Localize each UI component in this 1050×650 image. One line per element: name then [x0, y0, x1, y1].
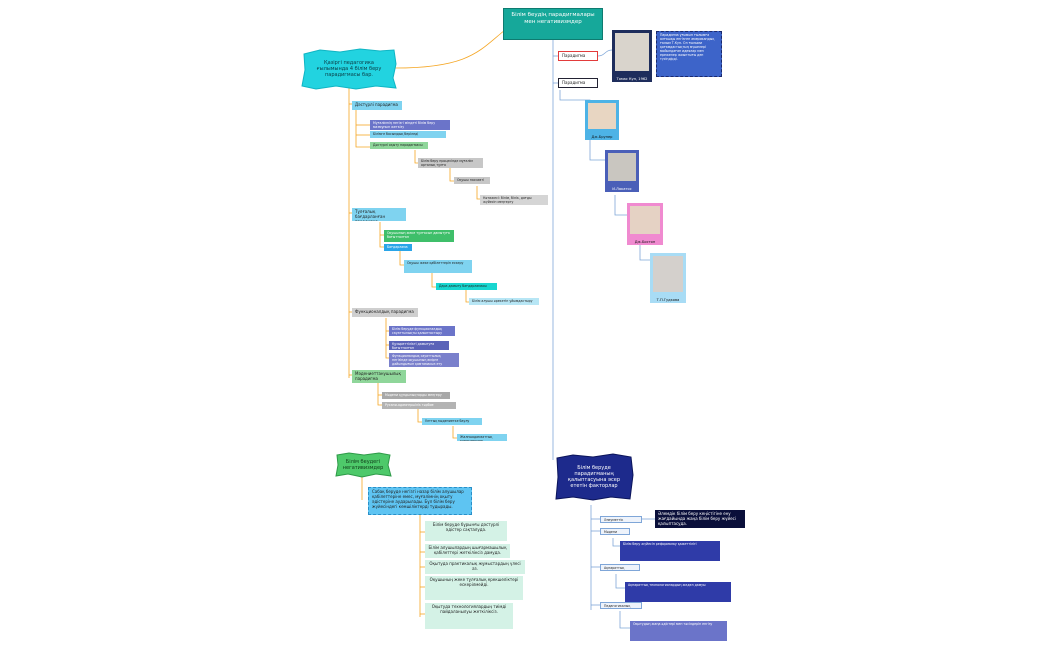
crisis-branch-3[interactable]: Ақпараттық — [600, 564, 640, 571]
traditional-item-3[interactable]: Дәстүрлі оқыту парадигмасы — [370, 142, 428, 149]
functional-item-3[interactable]: Функционалдық сауаттылық негізінде оқушы… — [389, 353, 459, 367]
humanistic-paradigm-label[interactable]: Мәдениеттанушылық парадигма — [352, 370, 406, 383]
crisis-branch-4[interactable]: Педагогикалық — [600, 602, 642, 609]
paradigm-label-b[interactable]: Парадигма — [558, 78, 598, 88]
negativism-burst[interactable]: Білім беудегі негативизмдер — [334, 452, 392, 478]
burst-shape — [335, 452, 392, 478]
crisis-note-2[interactable]: Ақпараттық технологиялардың жедел дамуы — [625, 582, 731, 602]
personal-item-1[interactable]: Оқушының жеке тұлғасын дамытуға бағыттал… — [384, 230, 454, 242]
traditional-item-2[interactable]: Білімге басымдық беріледі — [370, 131, 446, 138]
burst-shape — [301, 48, 397, 90]
kuhn-note[interactable]: Парадигма ұғымын ғылымға алғашқы енгізге… — [656, 31, 722, 77]
portrait-image — [615, 33, 649, 71]
crisis-dark-note[interactable]: Әлемдік білім беру кеңістігіне ену жағда… — [655, 510, 745, 528]
kuhn-photo: Томас Кун, 1962 — [612, 30, 652, 82]
functional-paradigm-label[interactable]: Функционалдық парадигма — [352, 308, 418, 317]
portrait-image — [653, 256, 683, 292]
personal-item-2[interactable]: Бағдарлама — [384, 244, 412, 251]
negativism-item-2[interactable]: Білім алушылардың шығармашылық қабілетте… — [425, 544, 510, 558]
crisis-note-1[interactable]: Білім беру жүйесін реформалау қажеттіліг… — [620, 541, 720, 561]
scientist-name-2: И.Лакатос — [612, 187, 632, 191]
crisis-branch-2[interactable]: Мәдени — [600, 528, 630, 535]
traditional-item-6[interactable]: Нәтижесі: білім, білік, дағды жүйесін ме… — [480, 195, 548, 205]
portrait-image — [630, 206, 660, 234]
personal-item-4[interactable]: Дара дамыту бағдарламасы — [436, 283, 497, 290]
kuhn-caption: Томас Кун, 1962 — [616, 77, 648, 81]
crisis-note-3[interactable]: Оқытудың жаңа әдістері мен тәсілдерін ен… — [630, 621, 727, 641]
traditional-paradigm-label[interactable]: Дәстүрлі парадигма — [352, 101, 402, 110]
scientist-name-1: Дж.Брунер — [591, 135, 613, 139]
humanistic-item-3[interactable]: Ұлттық мәдениетке баулу — [422, 418, 482, 425]
scientist-name-4: Т.П.Гудкова — [656, 298, 680, 302]
humanistic-item-2[interactable]: Рухани-адамгершілік тәрбие — [382, 402, 456, 409]
paradigms-count-text: Қазіргі педагогика ғылымында 4 білім бер… — [316, 60, 382, 78]
negativism-item-1[interactable]: Білім беруде бұрынғы дәстүрлі әдістер са… — [425, 521, 507, 541]
scientist-name-3: Дж.Бостон — [634, 240, 656, 244]
root-title[interactable]: Білім беудің парадигмалары мен негативиз… — [503, 8, 603, 40]
crisis-title: Білім беруде парадигманың қалыптасуына ә… — [567, 465, 621, 489]
burst-shape — [555, 453, 634, 501]
negativism-item-3[interactable]: Оқытуда практикалық жұмыстардың үлесі аз… — [425, 560, 525, 574]
scientist-photo-1: Дж.Брунер — [585, 100, 619, 140]
personal-paradigm-label[interactable]: Тұлғалық бағдарланған парадигма — [352, 208, 406, 221]
crisis-factors-burst[interactable]: Білім беруде парадигманың қалыптасуына ә… — [553, 453, 635, 501]
portrait-image — [588, 103, 616, 129]
portrait-image — [608, 153, 636, 181]
personal-item-5[interactable]: Білім алушы әрекетін ұйымдастыру — [469, 298, 539, 305]
humanistic-item-4[interactable]: Жалпыадамзаттық құндылықтар — [457, 434, 507, 441]
functional-item-1[interactable]: Білім беруде функционалдық сауаттылықты … — [389, 326, 455, 336]
scientist-photo-4: Т.П.Гудкова — [650, 253, 686, 303]
negativism-intro[interactable]: Сабақ беруде негізгі назар білім алушыла… — [368, 487, 472, 515]
paradigms-count-burst[interactable]: Қазіргі педагогика ғылымында 4 білім бер… — [300, 48, 398, 90]
scientist-photo-3: Дж.Бостон — [627, 203, 663, 245]
traditional-item-4[interactable]: Білім беру процесінде мұғалім орталық тұ… — [418, 158, 483, 168]
personal-item-3[interactable]: Оқушы жеке қабілеттерін ескеру — [404, 260, 472, 273]
negativism-item-4[interactable]: Оқушының жеке тұлғалық ерекшеліктері еск… — [425, 576, 523, 600]
negativism-item-5[interactable]: Оқытуда технологиялардың тиімді пайдалан… — [425, 603, 513, 629]
humanistic-item-1[interactable]: Мәдени құндылықтарды меңгеру — [382, 392, 450, 399]
scientist-photo-2: И.Лакатос — [605, 150, 639, 192]
traditional-item-5[interactable]: Оқушы пассивті — [454, 177, 490, 184]
functional-item-2[interactable]: Құзыреттілікті дамытуға бағытталған — [389, 341, 449, 350]
negativism-title: Білім беудегі негативизмдер — [342, 459, 384, 471]
traditional-item-1[interactable]: Мұғалімнің негізгі міндеті білім беру ма… — [370, 120, 450, 130]
crisis-branch-1[interactable]: Әлеуметтік — [600, 516, 642, 523]
paradigm-label-a[interactable]: Парадигма — [558, 51, 598, 61]
